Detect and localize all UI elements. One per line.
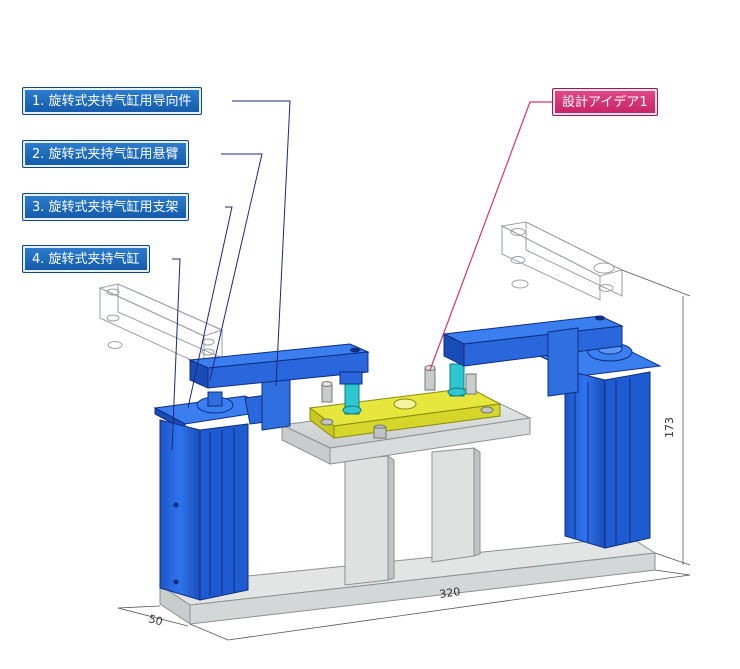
leader-line-idea (429, 101, 552, 371)
dimension-depth: 50 (147, 612, 164, 628)
right-arm (442, 315, 624, 397)
callout-arm[interactable]: 2. 旋转式夹持气缸用悬臂 (22, 140, 189, 168)
dimension-height: 173 (663, 417, 676, 438)
clamp-screws (342, 363, 467, 415)
locating-pins (321, 365, 477, 403)
support-posts (344, 447, 481, 586)
callout-guide[interactable]: 1. 旋转式夹持气缸用导向件 (22, 87, 202, 115)
left-arm (188, 343, 370, 389)
callout-design-idea[interactable]: 設計アイデア1 (552, 88, 658, 116)
leader-lines (171, 100, 291, 451)
callout-cylinder[interactable]: 4. 旋转式夹持气缸 (22, 245, 150, 273)
ghost-arm-left (98, 283, 224, 367)
callout-bracket[interactable]: 3. 旋转式夹持气缸用支架 (22, 193, 189, 221)
workpiece-plate (308, 387, 502, 439)
ghost-arm-right (500, 221, 624, 301)
left-bracket-guide (244, 373, 291, 431)
dimension-width: 320 (439, 585, 462, 601)
dimension-lines (117, 269, 691, 641)
left-cylinder (153, 391, 277, 601)
